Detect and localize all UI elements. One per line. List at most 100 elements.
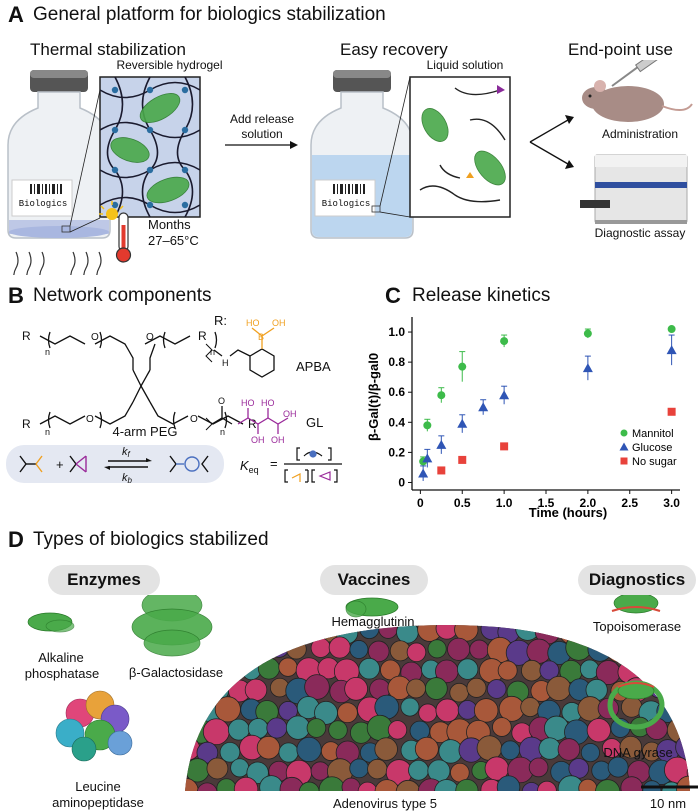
alkaline-label-1: Alkaline xyxy=(38,650,84,665)
panel-d-graphic xyxy=(27,595,700,791)
capsid-protein xyxy=(406,678,426,699)
glucose-point xyxy=(457,418,468,428)
capsid-protein xyxy=(666,639,688,661)
capsid-protein xyxy=(486,679,507,699)
capsid-protein xyxy=(367,758,388,780)
hydrogel-label: Reversible hydrogel xyxy=(116,58,223,72)
capsid-protein xyxy=(395,779,421,791)
mannitol-point xyxy=(500,337,509,346)
capsid-protein xyxy=(521,782,542,791)
release-label-2: solution xyxy=(241,127,283,141)
capsid-protein xyxy=(293,625,320,643)
y-tick-label: 0.4 xyxy=(388,415,405,429)
glucose-point xyxy=(422,453,433,463)
r-colon-label: R: xyxy=(214,313,227,328)
capsid-protein xyxy=(693,641,700,659)
capsid-protein xyxy=(418,703,438,723)
panel-c-title: Release kinetics xyxy=(412,285,551,306)
capsid-protein xyxy=(546,675,572,702)
apba-label: APBA xyxy=(296,359,331,374)
glucose-point xyxy=(418,468,429,478)
release-arrow-icon xyxy=(290,141,298,149)
capsid-protein xyxy=(559,625,584,645)
capsid-protein xyxy=(266,717,288,739)
capsid-protein xyxy=(538,737,561,760)
capsid-protein xyxy=(304,674,330,700)
diagnostic-label: Diagnostic assay xyxy=(594,226,686,240)
y-tick-label: 0.8 xyxy=(388,355,405,369)
capsid-protein xyxy=(655,658,678,680)
glucose-point xyxy=(499,390,510,400)
capsid-protein xyxy=(241,660,262,681)
adenovirus-icon xyxy=(185,625,700,791)
legend-label-no-sugar: No sugar xyxy=(632,456,677,468)
gl-structure xyxy=(205,406,289,434)
capsid-protein xyxy=(185,698,202,724)
hemagglutinin-icon xyxy=(345,597,399,618)
enduse-heading: End-point use xyxy=(568,40,673,59)
capsid-protein xyxy=(285,715,311,740)
x-tick-label: 0.5 xyxy=(454,496,471,510)
panel-letter-c: C xyxy=(385,283,401,308)
capsid-protein xyxy=(687,717,690,738)
x-tick-label: 1.0 xyxy=(496,496,513,510)
legend-marker-no-sugar xyxy=(620,457,628,465)
panel-letter-d: D xyxy=(8,527,24,552)
diagnostics-pill: Diagnostics xyxy=(578,565,696,595)
capsid-protein xyxy=(449,682,469,703)
leucine-label-2: aminopeptidase xyxy=(52,795,144,810)
arrow-diagnostic-icon xyxy=(565,160,574,169)
gl-oh-5: OH xyxy=(283,409,297,419)
capsid-protein xyxy=(435,698,460,723)
capsid-protein xyxy=(606,636,632,663)
capsid-protein xyxy=(568,758,590,779)
capsid-protein xyxy=(625,637,648,661)
chart-x-label: Time (hours) xyxy=(529,505,608,520)
chart-marks xyxy=(418,325,677,481)
apba-oh: OH xyxy=(272,318,286,328)
arrow-administration-icon xyxy=(565,115,574,124)
capsid-protein xyxy=(380,659,401,681)
capsid-protein xyxy=(500,740,521,761)
o-atom-4: O xyxy=(190,414,198,425)
capsid-protein xyxy=(539,660,560,681)
capsid-protein xyxy=(686,760,690,785)
y-tick-label: 0 xyxy=(398,475,405,489)
panel-letter-b: B xyxy=(8,283,24,308)
capsid-protein xyxy=(408,759,429,781)
heat-arrows-icon xyxy=(13,251,102,275)
liquid-box xyxy=(409,76,511,218)
diagnostic-instrument-icon xyxy=(580,154,688,224)
x-tick-label: 0 xyxy=(417,496,424,510)
capsid-protein xyxy=(520,697,541,718)
capsid-protein xyxy=(455,778,479,791)
beta-gal-label: β-Galactosidase xyxy=(128,665,224,680)
mannitol-point xyxy=(423,421,432,430)
y-tick-label: 0.6 xyxy=(388,385,405,399)
topoisomerase-label: Topoisomerase xyxy=(592,619,682,634)
capsid-protein xyxy=(447,637,471,661)
n-label-4: n xyxy=(220,427,225,437)
gl-oh-1: HO xyxy=(241,398,255,408)
capsid-protein xyxy=(310,637,331,658)
capsid-protein xyxy=(427,639,447,659)
capsid-protein xyxy=(473,698,499,723)
capsid-protein xyxy=(670,679,690,699)
topoisomerase-icon xyxy=(611,595,661,614)
capsid-protein xyxy=(578,778,598,791)
glucose-point xyxy=(666,345,677,355)
capsid-protein xyxy=(341,777,361,791)
hydrogel-box xyxy=(99,76,201,218)
capsid-protein xyxy=(607,756,629,778)
legend-marker-glucose xyxy=(619,442,629,451)
capsid-protein xyxy=(218,625,241,641)
capsid-protein xyxy=(580,743,600,763)
capsid-protein xyxy=(620,776,644,791)
vial-right-icon xyxy=(310,70,414,239)
capsid-protein xyxy=(406,642,427,663)
panel-b-graphic: R R R R n n n n O O O O HO OH B H xyxy=(6,318,342,485)
capsid-protein xyxy=(400,697,420,717)
vial-left-icon xyxy=(7,70,111,239)
y-tick-label: 0.2 xyxy=(388,445,405,459)
